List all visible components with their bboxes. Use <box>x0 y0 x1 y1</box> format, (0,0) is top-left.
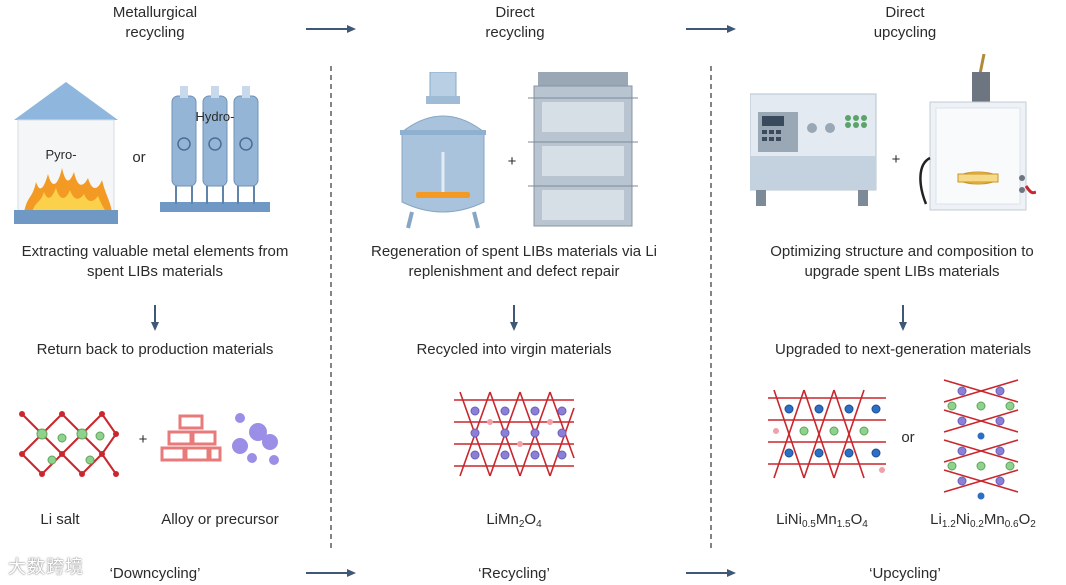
lnmo-structure-icon <box>768 389 886 479</box>
hydro-label: Hydro- <box>195 109 235 124</box>
col2-plus: + <box>507 153 517 170</box>
col1-desc-line2: spent LIBs materials <box>87 263 223 280</box>
li-salt-label: Li salt <box>40 511 80 528</box>
watermark: 大数跨境 <box>8 557 84 578</box>
lrmo-part-a: Li <box>930 511 942 528</box>
limn2o4-label: LiMn2O4 <box>464 510 564 530</box>
lnmo-sub2: 1.5 <box>836 519 851 530</box>
tube-furnace-icon <box>919 54 1036 211</box>
col2-title-line1: Direct <box>495 4 535 21</box>
down-arrow-col2 <box>510 305 518 331</box>
bottom-arrow-2 <box>686 569 736 577</box>
col2-title-line2: recycling <box>485 24 545 41</box>
col2-title: Direct recycling <box>440 3 590 43</box>
lnmo-label: LiNi0.5Mn1.5O4 <box>756 510 888 530</box>
limn2o4-structure-icon <box>454 391 575 477</box>
col3-title-line1: Direct <box>885 4 925 21</box>
limn2o4-sub1: 2 <box>518 519 525 530</box>
lrmo-sub4: 2 <box>1030 519 1036 530</box>
reactor-vessel-icon <box>400 72 486 229</box>
col3-desc-line2: upgrade spent LIBs materials <box>804 263 1000 280</box>
alloy-bricks-icon <box>160 414 222 462</box>
muffle-furnace-icon <box>750 93 877 206</box>
bottom-arrow-1 <box>306 569 356 577</box>
col1-title: Metallurgical recycling <box>60 3 250 43</box>
lnmo-sub1: 0.5 <box>801 519 816 530</box>
col1-result: Return back to production materials <box>36 341 274 358</box>
li-salt-structure-icon <box>19 411 119 477</box>
limn2o4-sub2: 4 <box>536 519 542 530</box>
lrmo-sub1: 1.2 <box>941 519 956 530</box>
lnmo-part-b: Mn <box>815 511 837 528</box>
downcycling-tag: ‘Downcycling’ <box>109 565 201 582</box>
recycling-tag: ‘Recycling’ <box>478 565 550 582</box>
top-arrow-2 <box>686 25 736 33</box>
col3-title: Direct upcycling <box>830 3 980 43</box>
precursor-bubbles-icon <box>232 413 279 465</box>
lnmo-sub3: 4 <box>862 519 868 530</box>
down-arrow-col1 <box>151 305 159 331</box>
lnmo-part-a: LiNi <box>776 511 802 528</box>
col3-or-label: or <box>901 429 915 446</box>
pyro-label: Pyro- <box>45 147 77 162</box>
alloy-precursor-label: Alloy or precursor <box>161 511 279 528</box>
top-arrow-1 <box>306 25 356 33</box>
lrmo-part-b: Ni <box>955 511 970 528</box>
col3-plus: + <box>891 151 901 168</box>
lrmo-structure-icon <box>943 379 1019 500</box>
rotary-kiln-icon <box>528 72 638 227</box>
col2-desc-line1: Regeneration of spent LIBs materials via… <box>371 243 657 260</box>
lnmo-part-c: O <box>850 511 863 528</box>
col1-description: Extracting valuable metal elements from … <box>0 242 310 282</box>
lrmo-sub3: 0.6 <box>1004 519 1019 530</box>
lrmo-part-d: O <box>1018 511 1031 528</box>
limn2o4-li-mn: LiMn <box>486 511 519 528</box>
col2-description: Regeneration of spent LIBs materials via… <box>350 242 678 282</box>
col1-desc-line1: Extracting valuable metal elements from <box>21 243 289 260</box>
col1-title-line2: recycling <box>125 24 185 41</box>
col1-or-label: or <box>132 149 146 166</box>
limn2o4-o: O <box>524 511 537 528</box>
col3-title-line2: upcycling <box>873 24 937 41</box>
hydro-tanks-icon <box>160 86 270 212</box>
col3-desc-line1: Optimizing structure and composition to <box>770 243 1034 260</box>
upcycling-tag: ‘Upcycling’ <box>869 565 941 582</box>
lrmo-label: Li1.2Ni0.2Mn0.6O2 <box>908 510 1058 530</box>
col3-result: Upgraded to next-generation materials <box>775 341 1031 358</box>
col2-desc-line2: replenishment and defect repair <box>408 263 620 280</box>
lrmo-sub2: 0.2 <box>969 519 984 530</box>
col2-result: Recycled into virgin materials <box>416 341 612 358</box>
down-arrow-col3 <box>899 305 907 331</box>
col1-title-line1: Metallurgical <box>112 4 198 21</box>
col1-plus: + <box>138 431 148 448</box>
lrmo-part-c: Mn <box>983 511 1005 528</box>
col3-description: Optimizing structure and composition to … <box>738 242 1066 282</box>
pyro-furnace-icon <box>14 82 118 224</box>
